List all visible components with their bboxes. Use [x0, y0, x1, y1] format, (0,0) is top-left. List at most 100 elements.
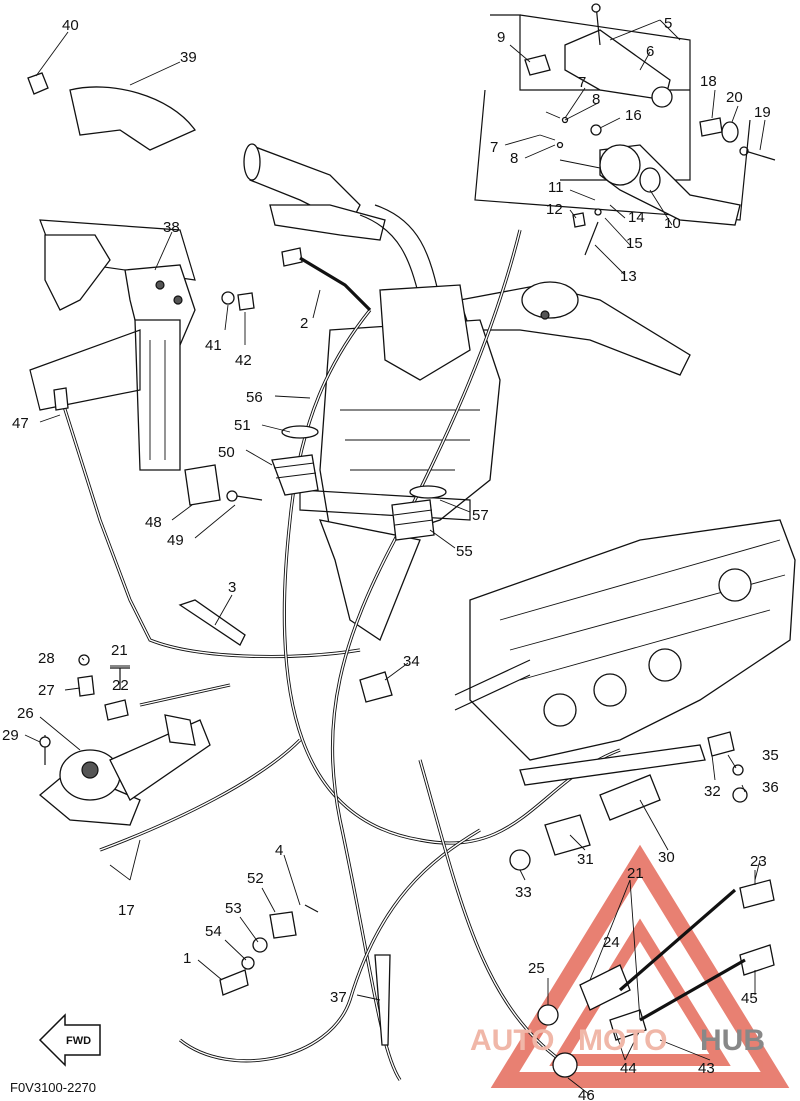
joint-34: [359, 671, 393, 703]
callout-52: 52: [247, 870, 264, 887]
bracket-hole-a: [155, 280, 165, 290]
watermark-text-a: AUTO: [470, 1024, 554, 1057]
tie-37: [374, 954, 391, 1046]
engine-hoses: [454, 659, 531, 711]
bolt-49-head: [226, 490, 238, 502]
spring-7b: [539, 134, 556, 141]
nut-16: [590, 124, 602, 136]
callout-55: 55: [456, 543, 473, 560]
port-4: [718, 568, 752, 602]
washer-41: [221, 291, 235, 305]
callout-53: 53: [225, 900, 242, 917]
right-throttle-housing: [521, 281, 579, 319]
callout-36: 36: [762, 779, 779, 796]
cable-end-32: [519, 744, 706, 786]
callout-49: 49: [167, 532, 184, 549]
arm-clip: [164, 714, 196, 746]
arm-26: [109, 719, 211, 801]
bracket-hole-b: [173, 295, 183, 305]
nut-33: [509, 849, 531, 871]
callout-38: 38: [163, 219, 180, 236]
callout-7a: 7: [578, 74, 586, 91]
steering-head: [379, 284, 471, 381]
boot-44: [609, 1009, 647, 1041]
cable-1: [179, 828, 481, 1063]
cable-end-2: [281, 247, 303, 267]
nut-25: [537, 1004, 559, 1026]
cable-44: [639, 958, 746, 1022]
clip-22: [104, 699, 129, 721]
callout-20: 20: [726, 89, 743, 106]
callout-44: 44: [620, 1060, 637, 1077]
callout-50: 50: [218, 444, 235, 461]
engine-block: [454, 519, 796, 761]
clip-15: [594, 208, 602, 216]
callout-40: 40: [62, 17, 79, 34]
callout-33: 33: [515, 884, 532, 901]
handlebar-assembly: [243, 143, 691, 641]
callout-21a: 21: [111, 642, 128, 659]
boot-50: [271, 454, 319, 496]
nut-42: [237, 292, 255, 311]
diagram-code: F0V3100-2270: [10, 1080, 96, 1095]
callout-9: 9: [497, 29, 505, 46]
port-1: [543, 693, 577, 727]
screw-top-head: [591, 3, 601, 13]
lever-arm-ribs: [149, 340, 166, 460]
callout-13: 13: [620, 268, 637, 285]
bolt-29-head: [39, 736, 51, 748]
nut-45: [739, 944, 775, 976]
handlebar-left-edge: [374, 204, 441, 301]
callout-46: 46: [578, 1087, 595, 1101]
callout-10: 10: [664, 215, 681, 232]
callout-14: 14: [628, 209, 645, 226]
ball-8b: [556, 141, 564, 149]
callout-31: 31: [577, 851, 594, 868]
cables: [60, 229, 621, 1081]
joint-32: [707, 731, 735, 757]
spring-7a: [545, 111, 561, 119]
cable-end-47: [53, 387, 69, 411]
callout-26: 26: [17, 705, 34, 722]
callout-labels: 40 39 38 41 42 47 48 49 50 51 56 2 57 55…: [2, 15, 779, 1101]
lever-outline: [29, 329, 141, 411]
callout-51: 51: [234, 417, 251, 434]
nut-36: [732, 787, 748, 803]
misc-parts: [53, 247, 391, 1046]
callout-54: 54: [205, 923, 222, 940]
left-grip-end: [243, 143, 261, 181]
grommet-53: [252, 937, 268, 953]
nut-46: [552, 1052, 578, 1078]
callout-37: 37: [330, 989, 347, 1006]
callout-3: 3: [228, 579, 236, 596]
switch-seal-14: [639, 167, 661, 193]
callout-1: 1: [183, 950, 191, 967]
callout-57: 57: [472, 507, 489, 524]
spring-11: [559, 159, 601, 169]
callout-47: 47: [12, 415, 29, 432]
watermark-text: AUTO MOTO HUB: [470, 1024, 765, 1057]
right-switch-group: [474, 3, 776, 256]
lever-assembly: [27, 72, 263, 506]
callout-23: 23: [750, 853, 767, 870]
port-2: [593, 673, 627, 707]
callout-4: 4: [275, 842, 283, 859]
tie-3: [178, 599, 246, 646]
callout-42: 42: [235, 352, 252, 369]
callout-24: 24: [603, 934, 620, 951]
fitting-1: [219, 969, 249, 996]
callout-19: 19: [754, 104, 771, 121]
lower-left-mechanism: [38, 654, 231, 826]
bracket-21: [110, 667, 130, 690]
callout-17: 17: [118, 902, 135, 919]
washer-20: [721, 121, 739, 143]
cable-boots: [271, 425, 447, 541]
clip-27: [77, 675, 95, 697]
callout-39: 39: [180, 49, 197, 66]
grommet-54: [241, 956, 255, 970]
watermark-text-c: HUB: [700, 1024, 765, 1057]
pin-18: [699, 117, 723, 137]
callout-5: 5: [664, 15, 672, 32]
